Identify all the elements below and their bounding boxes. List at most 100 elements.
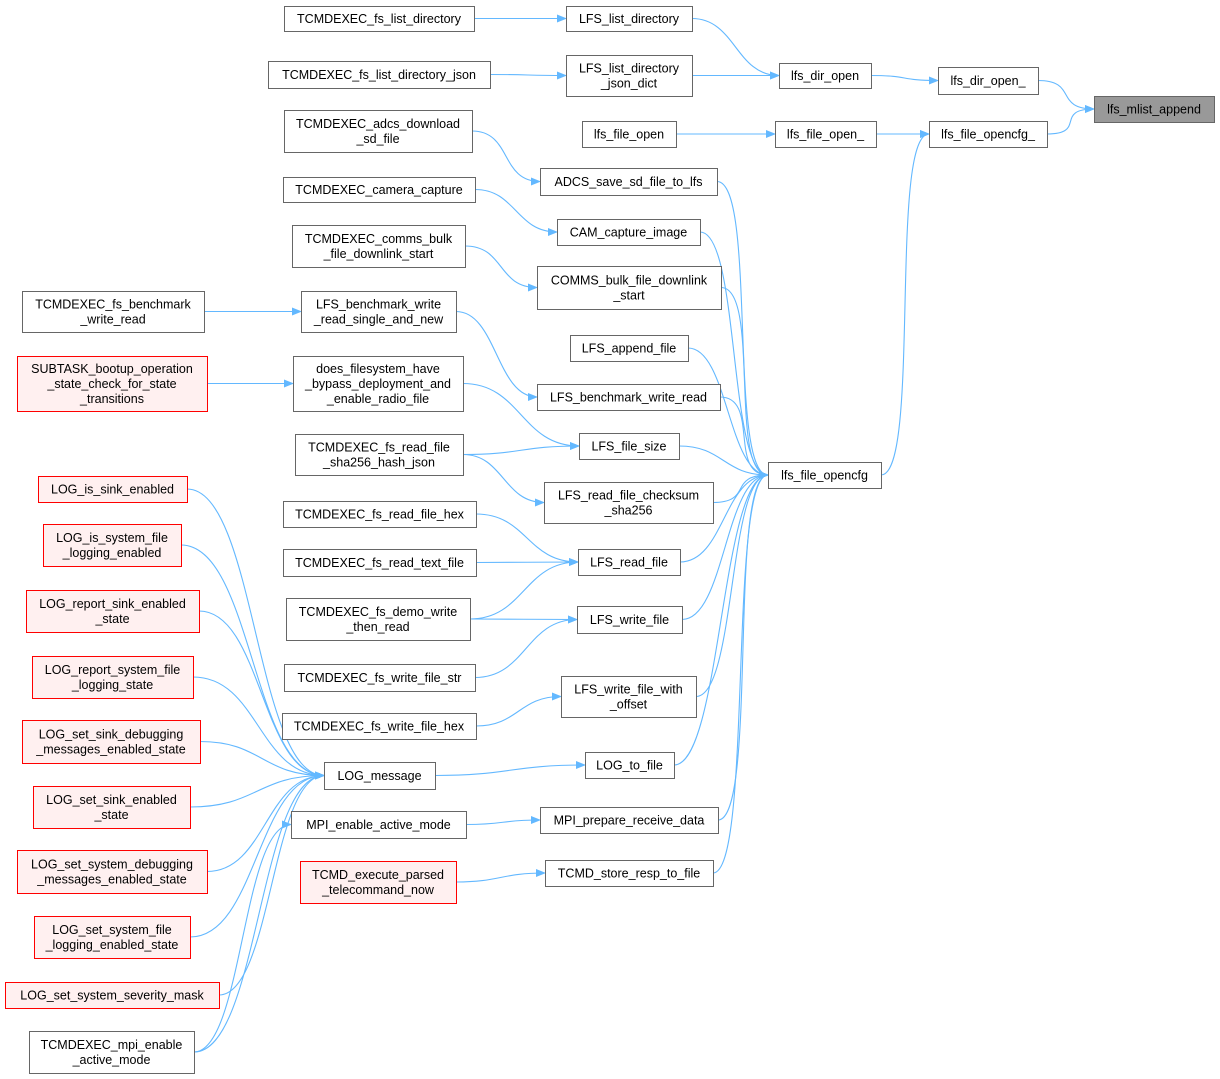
- node-tcmdexec-fs-read-text-file[interactable]: TCMDEXEC_fs_read_text_file: [283, 549, 477, 577]
- node-box: [268, 61, 491, 89]
- node-label-line: _file_downlink_start: [323, 247, 434, 261]
- node-mpi-prepare-receive-data[interactable]: MPI_prepare_receive_data: [540, 807, 719, 834]
- edge-log-is-sink-enabled-to-log-message: [186, 488, 325, 780]
- node-label-line: LOG_set_sink_enabled: [46, 793, 177, 807]
- node-log-is-sink-enabled[interactable]: LOG_is_sink_enabled: [38, 476, 188, 503]
- node-does-filesystem-have[interactable]: does_filesystem_have_bypass_deployment_a…: [293, 356, 464, 412]
- edge-tcmdexec-fs-read-file-sha256-hash-json-to-lfs-file-size: [462, 442, 580, 456]
- node-log-set-system-severity-mask[interactable]: LOG_set_system_severity_mask: [5, 982, 220, 1009]
- node-tcmdexec-camera-capture[interactable]: TCMDEXEC_camera_capture: [283, 177, 476, 203]
- node-lfs-benchmark-write-read[interactable]: LFS_benchmark_write_read: [537, 384, 721, 411]
- node-adcs-save-sd-file-to-lfs[interactable]: ADCS_save_sd_file_to_lfs: [540, 168, 718, 196]
- node-tcmdexec-fs-read-file-sha256-hash-json[interactable]: TCMDEXEC_fs_read_file_sha256_hash_json: [295, 434, 464, 476]
- node-lfs-file-size[interactable]: LFS_file_size: [579, 433, 680, 460]
- node-lfs-dir-open[interactable]: lfs_dir_open_: [938, 67, 1039, 95]
- node-box: [300, 861, 457, 904]
- node-tcmdexec-comms-bulk-file-downlink-start[interactable]: TCMDEXEC_comms_bulk_file_downlink_start: [292, 225, 466, 268]
- node-label-line: LFS_write_file: [590, 613, 669, 627]
- node-box: [579, 433, 680, 460]
- node-tcmdexec-fs-list-directory[interactable]: TCMDEXEC_fs_list_directory: [284, 6, 475, 32]
- node-label-line: LFS_read_file: [590, 556, 668, 570]
- node-log-to-file[interactable]: LOG_to_file: [585, 752, 675, 779]
- node-tcmdexec-fs-demo-write-then-read[interactable]: TCMDEXEC_fs_demo_write_then_read: [286, 598, 471, 641]
- node-lfs-append-file[interactable]: LFS_append_file: [570, 335, 689, 362]
- node-tcmdexec-adcs-download-sd-file[interactable]: TCMDEXEC_adcs_download_sd_file: [284, 110, 473, 153]
- node-box: [324, 762, 436, 790]
- node-lfs-write-file[interactable]: LFS_write_file: [577, 606, 683, 634]
- node-label-line: _transitions: [79, 392, 144, 406]
- node-cam-capture-image[interactable]: CAM_capture_image: [557, 219, 701, 246]
- node-lfs-file-open[interactable]: lfs_file_open_: [775, 121, 877, 148]
- node-label-line: _state: [94, 612, 129, 626]
- node-label-line: LOG_is_system_file: [56, 531, 168, 545]
- node-tcmd-execute-parsed-telecommand-now[interactable]: TCMD_execute_parsed_telecommand_now: [300, 861, 457, 904]
- node-box: [291, 811, 467, 839]
- node-lfs-benchmark-write-read-single-and-new[interactable]: LFS_benchmark_write_read_single_and_new: [301, 291, 457, 333]
- node-mpi-enable-active-mode[interactable]: MPI_enable_active_mode: [291, 811, 467, 839]
- node-lfs-dir-open[interactable]: lfs_dir_open: [779, 63, 872, 89]
- node-label-line: lfs_file_opencfg_: [941, 128, 1036, 142]
- node-log-set-sink-enabled-state[interactable]: LOG_set_sink_enabled_state: [33, 786, 191, 829]
- node-comms-bulk-file-downlink-start[interactable]: COMMS_bulk_file_downlink_start: [537, 266, 722, 310]
- node-tcmd-store-resp-to-file[interactable]: TCMD_store_resp_to_file: [545, 860, 714, 887]
- node-tcmdexec-fs-write-file-str[interactable]: TCMDEXEC_fs_write_file_str: [284, 664, 476, 692]
- node-box: [301, 291, 457, 333]
- edge-lfs-dir-open-to-lfs-mlist-append: [1037, 79, 1095, 113]
- node-box: [29, 1031, 195, 1074]
- node-box: [577, 606, 683, 634]
- node-label-line: _active_mode: [72, 1053, 151, 1067]
- node-box: [283, 177, 476, 203]
- node-label-line: COMMS_bulk_file_downlink: [551, 274, 708, 288]
- edge-log-set-system-severity-mask-to-log-message: [218, 771, 325, 996]
- node-lfs-file-opencfg[interactable]: lfs_file_opencfg: [768, 462, 882, 489]
- node-box: [540, 168, 718, 196]
- node-lfs-mlist-append[interactable]: lfs_mlist_append: [1094, 96, 1215, 123]
- node-lfs-file-opencfg[interactable]: lfs_file_opencfg_: [929, 121, 1048, 148]
- edge-log-set-sink-enabled-state-to-log-message: [189, 771, 325, 808]
- node-box: [293, 356, 464, 412]
- node-lfs-read-file[interactable]: LFS_read_file: [578, 549, 681, 576]
- node-label-line: TCMD_execute_parsed: [312, 868, 444, 882]
- node-label-line: _json_dict: [600, 77, 658, 91]
- node-label-line: _enable_radio_file: [326, 392, 429, 406]
- node-subtask-bootup[interactable]: SUBTASK_bootup_operation_state_check_for…: [17, 356, 208, 412]
- node-box: [295, 434, 464, 476]
- node-label-line: _logging_enabled: [62, 546, 162, 560]
- node-box: [779, 63, 872, 89]
- node-log-report-system-file-logging-state[interactable]: LOG_report_system_file_logging_state: [32, 656, 194, 699]
- node-tcmdexec-fs-write-file-hex[interactable]: TCMDEXEC_fs_write_file_hex: [282, 713, 477, 740]
- node-box: [33, 786, 191, 829]
- node-tcmdexec-fs-read-file-hex[interactable]: TCMDEXEC_fs_read_file_hex: [283, 501, 477, 528]
- node-log-report-sink-enabled-state[interactable]: LOG_report_sink_enabled_state: [26, 590, 200, 633]
- node-label-line: does_filesystem_have: [316, 362, 440, 376]
- node-log-is-system-file-logging-enabled[interactable]: LOG_is_system_file_logging_enabled: [43, 524, 182, 567]
- node-log-set-sink-debugging-messages-enabled-state[interactable]: LOG_set_sink_debugging_messages_enabled_…: [22, 720, 201, 764]
- edge-tcmdexec-fs-read-file-sha256-hash-json-to-lfs-read-file-checksum-sha256: [462, 453, 545, 507]
- node-log-set-system-file-logging-enabled-state[interactable]: LOG_set_system_file_logging_enabled_stat…: [34, 916, 191, 959]
- node-box: [32, 656, 194, 699]
- edge-tcmdexec-fs-write-file-str-to-lfs-write-file: [474, 615, 578, 679]
- node-box: [566, 6, 693, 32]
- node-lfs-list-directory-json-dict[interactable]: LFS_list_directory_json_dict: [566, 55, 693, 97]
- node-tcmdexec-fs-list-directory-json[interactable]: TCMDEXEC_fs_list_directory_json: [268, 61, 491, 89]
- node-box: [544, 482, 714, 524]
- node-log-message[interactable]: LOG_message: [324, 762, 436, 790]
- node-log-set-system-debugging-messages-enabled-state[interactable]: LOG_set_system_debugging_messages_enable…: [17, 850, 208, 894]
- edge-log-message-to-log-to-file: [434, 761, 586, 777]
- node-label-line: LFS_list_directory: [579, 12, 680, 26]
- node-lfs-read-file-checksum-sha256[interactable]: LFS_read_file_checksum_sha256: [544, 482, 714, 524]
- edge-tcmdexec-fs-read-text-file-to-lfs-read-file: [475, 558, 579, 567]
- node-box: [537, 266, 722, 310]
- node-label-line: CAM_capture_image: [570, 226, 687, 240]
- node-box: [284, 6, 475, 32]
- edge-tcmdexec-fs-read-file-hex-to-lfs-read-file: [475, 513, 579, 566]
- edge-tcmdexec-fs-demo-write-then-read-to-lfs-write-file: [469, 615, 578, 624]
- node-box: [17, 850, 208, 894]
- node-tcmdexec-mpi-enable-active-mode[interactable]: TCMDEXEC_mpi_enable_active_mode: [29, 1031, 195, 1074]
- node-lfs-file-open[interactable]: lfs_file_open: [582, 121, 677, 148]
- node-label-line: LOG_set_sink_debugging: [39, 728, 184, 742]
- node-tcmdexec-fs-benchmark-write-read[interactable]: TCMDEXEC_fs_benchmark_write_read: [22, 291, 205, 333]
- node-lfs-list-directory[interactable]: LFS_list_directory: [566, 6, 693, 32]
- node-lfs-write-file-with-offset[interactable]: LFS_write_file_with_offset: [561, 676, 697, 718]
- edge-tcmd-store-resp-to-file-to-lfs-file-opencfg: [712, 471, 769, 874]
